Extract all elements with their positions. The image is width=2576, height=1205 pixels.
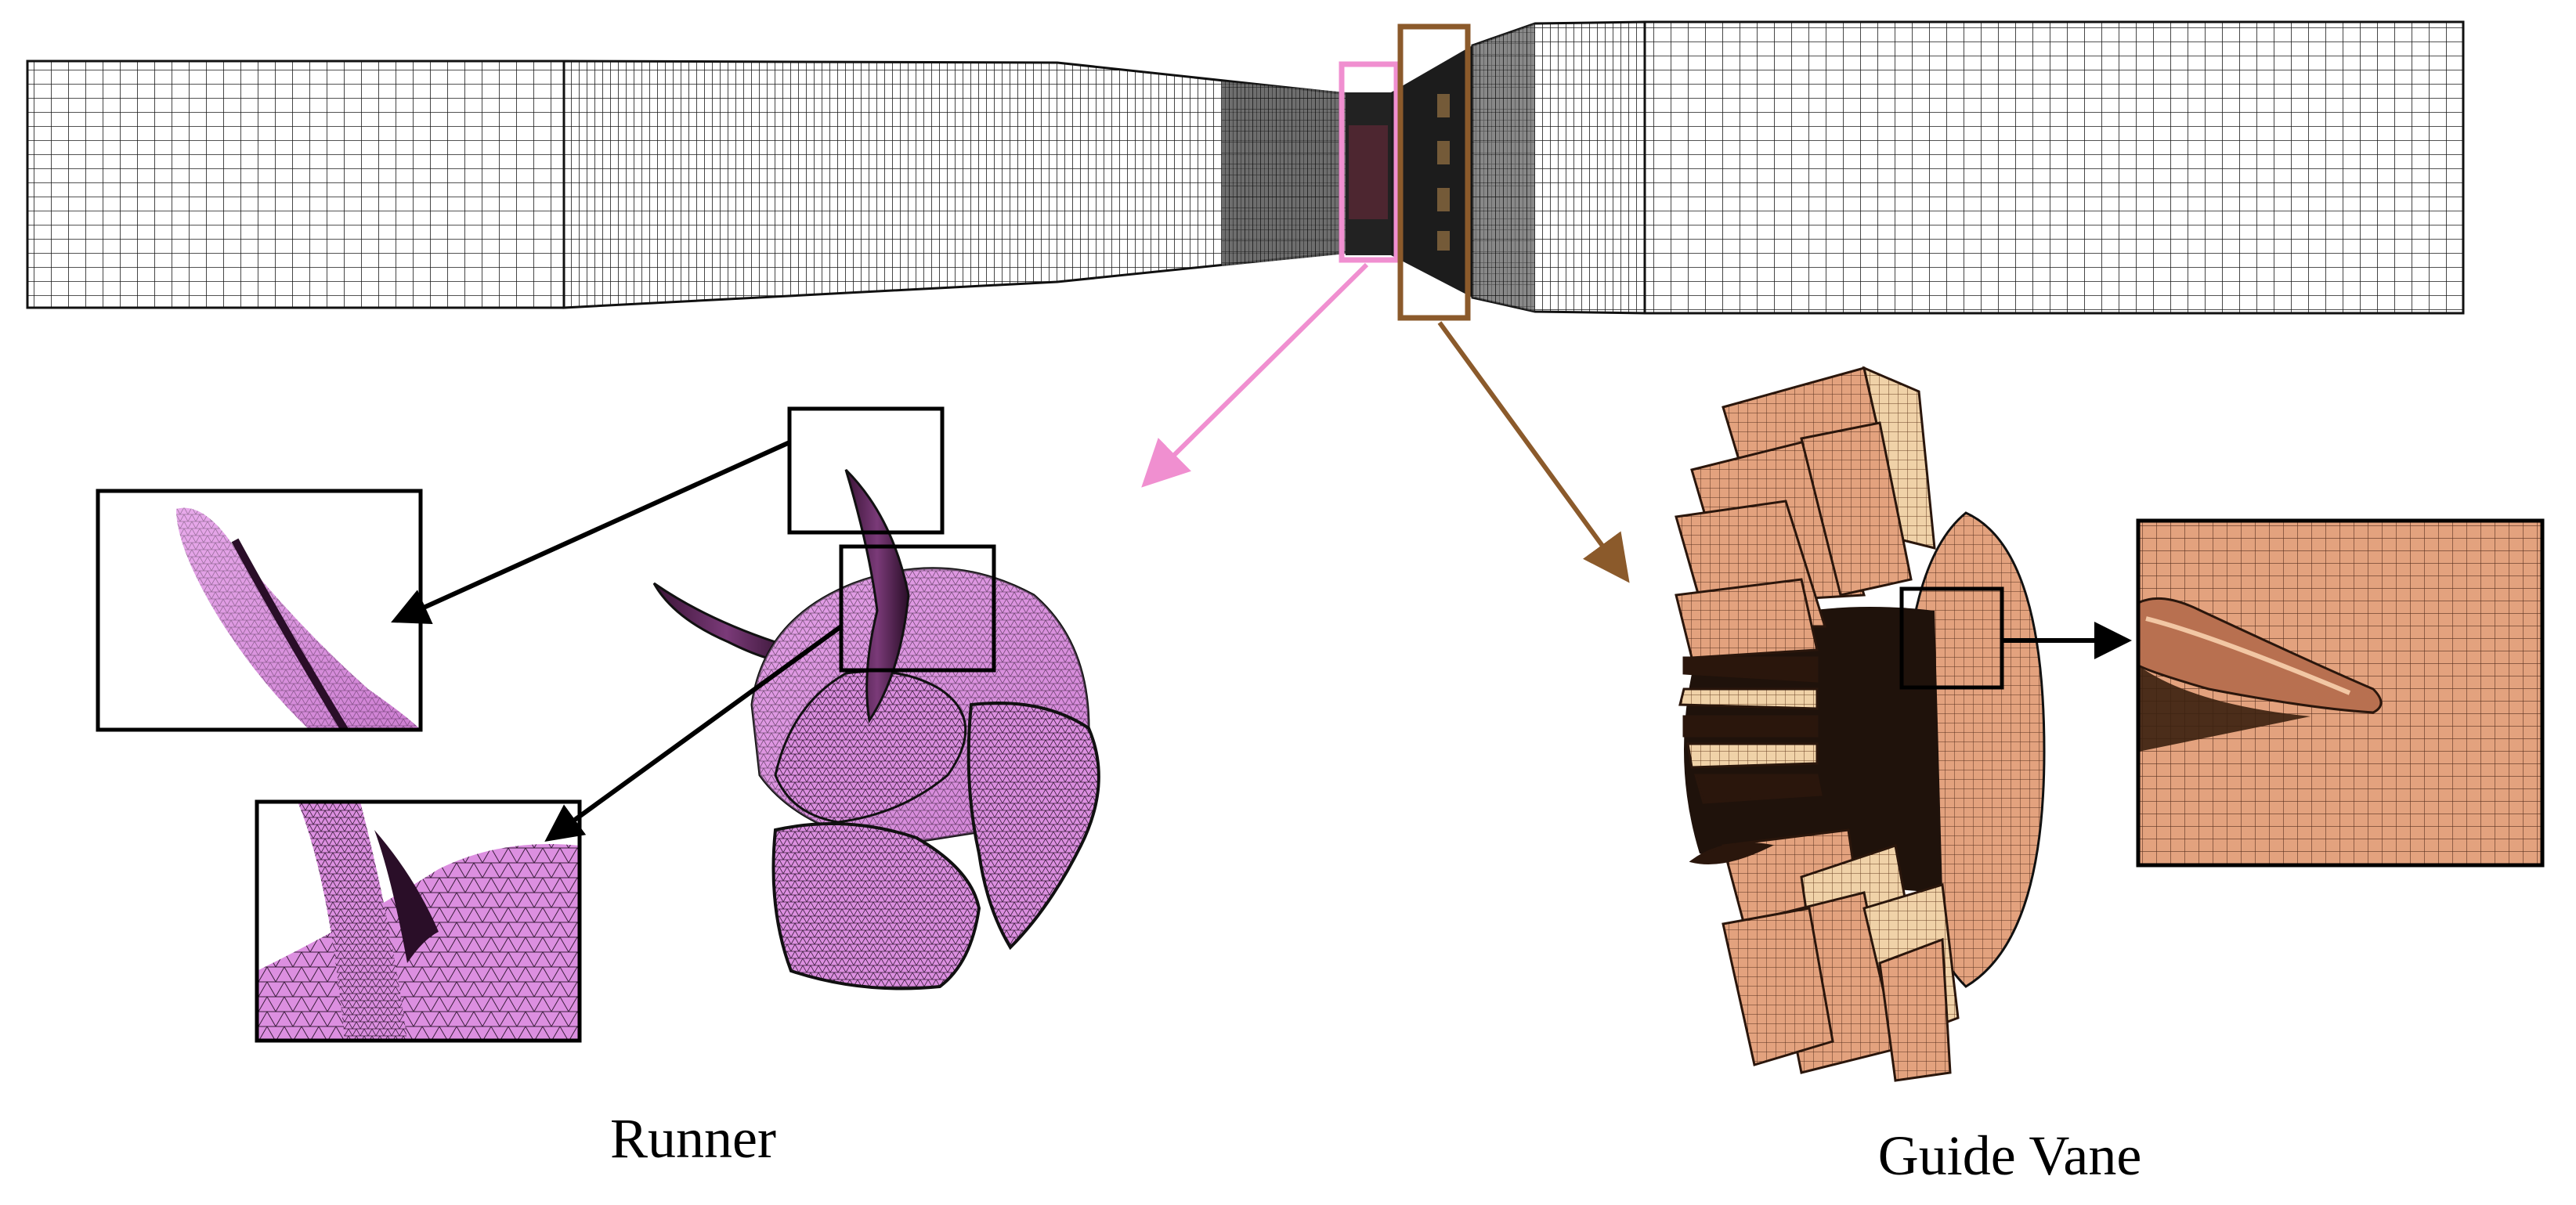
runner-callout-tip [96,489,423,732]
pipe-dense-section [1222,81,1347,266]
runner-blade-front [774,670,967,824]
runner-zoom-box-root [839,544,996,673]
guide-vane-region-marker [1397,23,1471,321]
pink-arrow [1141,262,1369,488]
guide-vane-blades [1675,366,1960,1082]
pipe-outlet-section [1643,20,2465,315]
black-arrow [391,440,791,625]
runner-callout-root [255,799,582,1043]
black-arrow [544,624,843,842]
pipe-inlet-section [26,60,565,309]
guide-vane-label: Guide Vane [1878,1124,2142,1187]
guide-vane-callout [2136,518,2545,868]
guide-vane-model [1675,366,2046,1082]
runner-zoom-box-tip [787,406,945,535]
runner-blade-right [966,702,1100,951]
pipe-mesh [26,20,2465,315]
runner-model [652,468,1100,990]
brown-arrow [1437,321,1630,583]
runner-region-marker [1339,61,1400,263]
runner-label: Runner [610,1107,776,1170]
runner-blade-bottom [771,822,981,990]
pipe-guide-vane-zone [1391,45,1472,298]
